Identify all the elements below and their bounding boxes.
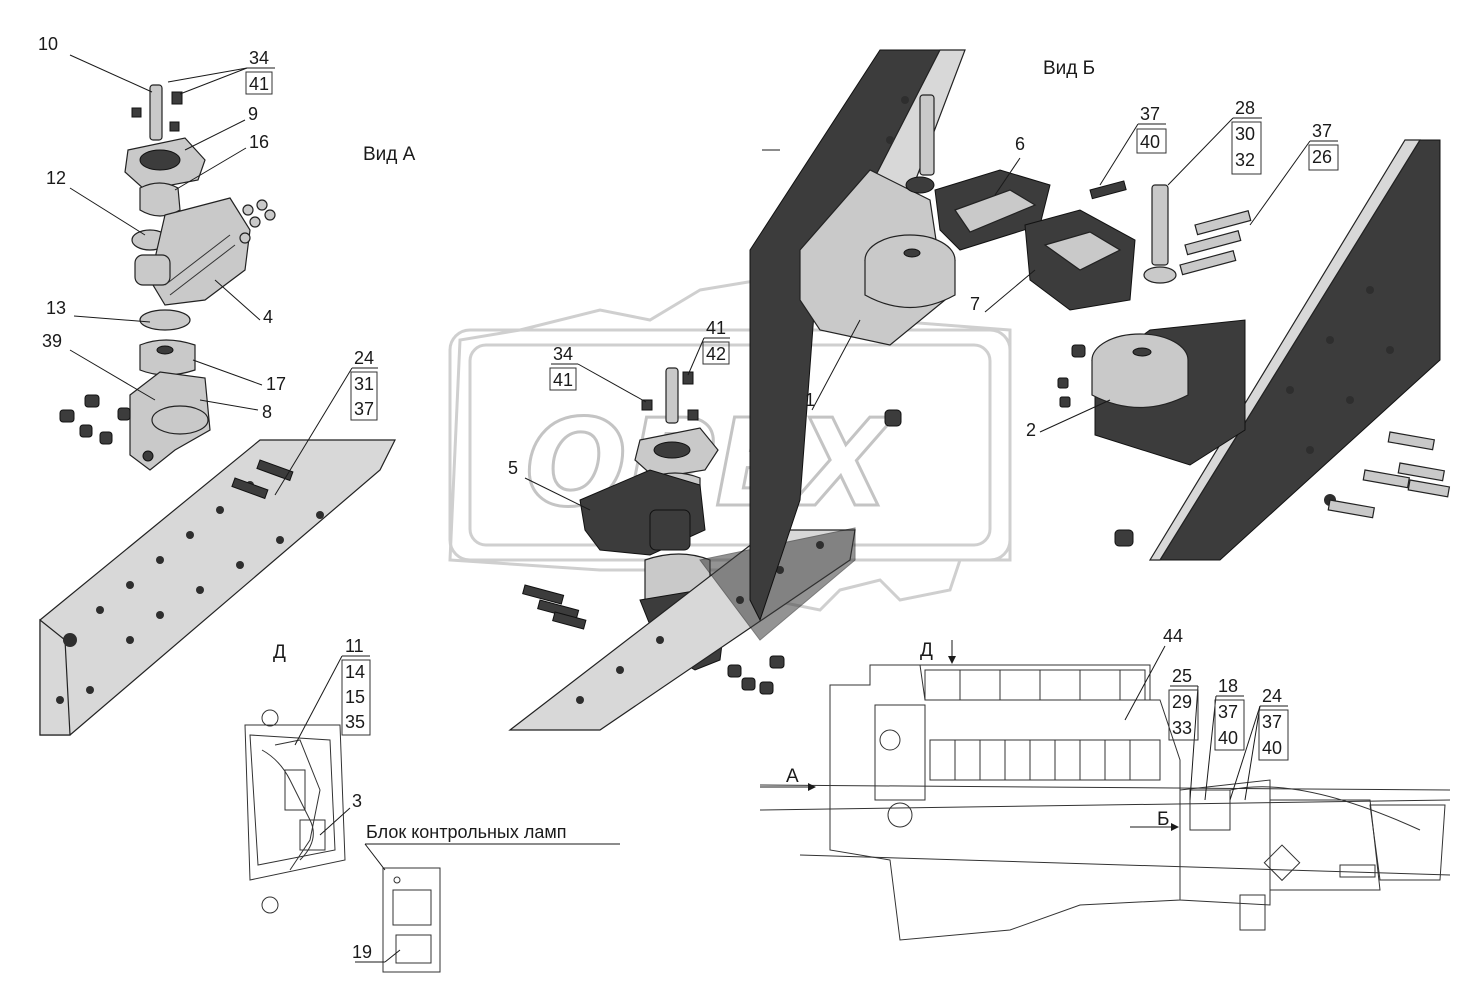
- view-d-lamp-bracket: [244, 709, 441, 973]
- callout-15: 15: [345, 687, 365, 707]
- watermark-text: OPEX: [525, 395, 895, 534]
- callout-13: 13: [46, 298, 66, 318]
- callout-31: 31: [354, 374, 374, 394]
- callout-6: 6: [1015, 134, 1025, 154]
- view-a-title: Вид А: [363, 144, 416, 165]
- view-b-callouts: Вид Б 6 37 40 28 30 32 37 26 7 1 2: [762, 58, 1339, 440]
- view-b-arrow-label: Б: [1157, 809, 1169, 830]
- view-b-frame-mounts: [749, 49, 1451, 622]
- callout-40-e: 40: [1262, 738, 1282, 758]
- callout-24: 24: [354, 348, 374, 368]
- callout-18: 18: [1218, 676, 1238, 696]
- callout-42: 42: [706, 344, 726, 364]
- callout-9: 9: [248, 104, 258, 124]
- engine-side-view-callouts: Д А Б 44 25 29 33 18 37 40 24 37 40: [760, 626, 1289, 831]
- callout-28: 28: [1235, 98, 1255, 118]
- callout-30: 30: [1235, 124, 1255, 144]
- callout-44: 44: [1163, 626, 1183, 646]
- callout-14: 14: [345, 662, 365, 682]
- callout-40-b: 40: [1140, 132, 1160, 152]
- callout-3: 3: [352, 791, 362, 811]
- callout-40-d: 40: [1218, 728, 1238, 748]
- view-d-arrow-label: Д: [920, 640, 933, 661]
- callout-8: 8: [262, 402, 272, 422]
- callout-41-center: 41: [706, 318, 726, 338]
- lamp-block-label: Блок контрольных ламп: [366, 822, 567, 842]
- callout-37-d: 37: [1218, 702, 1238, 722]
- callout-41: 41: [249, 74, 269, 94]
- callout-37-c: 37: [1312, 121, 1332, 141]
- callout-37-b: 37: [1140, 104, 1160, 124]
- view-d-title: Д: [273, 642, 286, 663]
- callout-34: 34: [249, 48, 269, 68]
- view-a-arrow-label: А: [786, 766, 799, 787]
- callout-1: 1: [805, 390, 815, 410]
- callout-10: 10: [38, 34, 58, 54]
- callout-39: 39: [42, 331, 62, 351]
- callout-34-center: 34: [553, 344, 573, 364]
- callout-26: 26: [1312, 147, 1332, 167]
- callout-35: 35: [345, 712, 365, 732]
- callout-29: 29: [1172, 692, 1192, 712]
- callout-24-e: 24: [1262, 686, 1282, 706]
- callout-2: 2: [1026, 420, 1036, 440]
- engine-side-view: [759, 664, 1451, 941]
- callout-19: 19: [352, 942, 372, 962]
- callout-33: 33: [1172, 718, 1192, 738]
- view-a-exploded-mount: [39, 84, 396, 736]
- callout-37-e: 37: [1262, 712, 1282, 732]
- callout-41-center-2: 41: [553, 370, 573, 390]
- view-b-title: Вид Б: [1043, 58, 1095, 79]
- callout-32: 32: [1235, 150, 1255, 170]
- center-mount-callouts: 41 42 34 41 5: [508, 318, 730, 511]
- callout-37: 37: [354, 399, 374, 419]
- callout-12: 12: [46, 168, 66, 188]
- callout-25: 25: [1172, 666, 1192, 686]
- view-d-callouts: Д 11 14 15 35 3 Блок контрольных ламп 19: [273, 636, 620, 963]
- callout-5: 5: [508, 458, 518, 478]
- view-a-callouts: Вид А 10 34 41 9 16 12 4 13 39 17 8 24 3…: [38, 34, 416, 496]
- callout-4: 4: [263, 307, 273, 327]
- callout-16: 16: [249, 132, 269, 152]
- callout-11: 11: [345, 636, 364, 656]
- callout-7: 7: [970, 294, 980, 314]
- callout-17: 17: [266, 374, 286, 394]
